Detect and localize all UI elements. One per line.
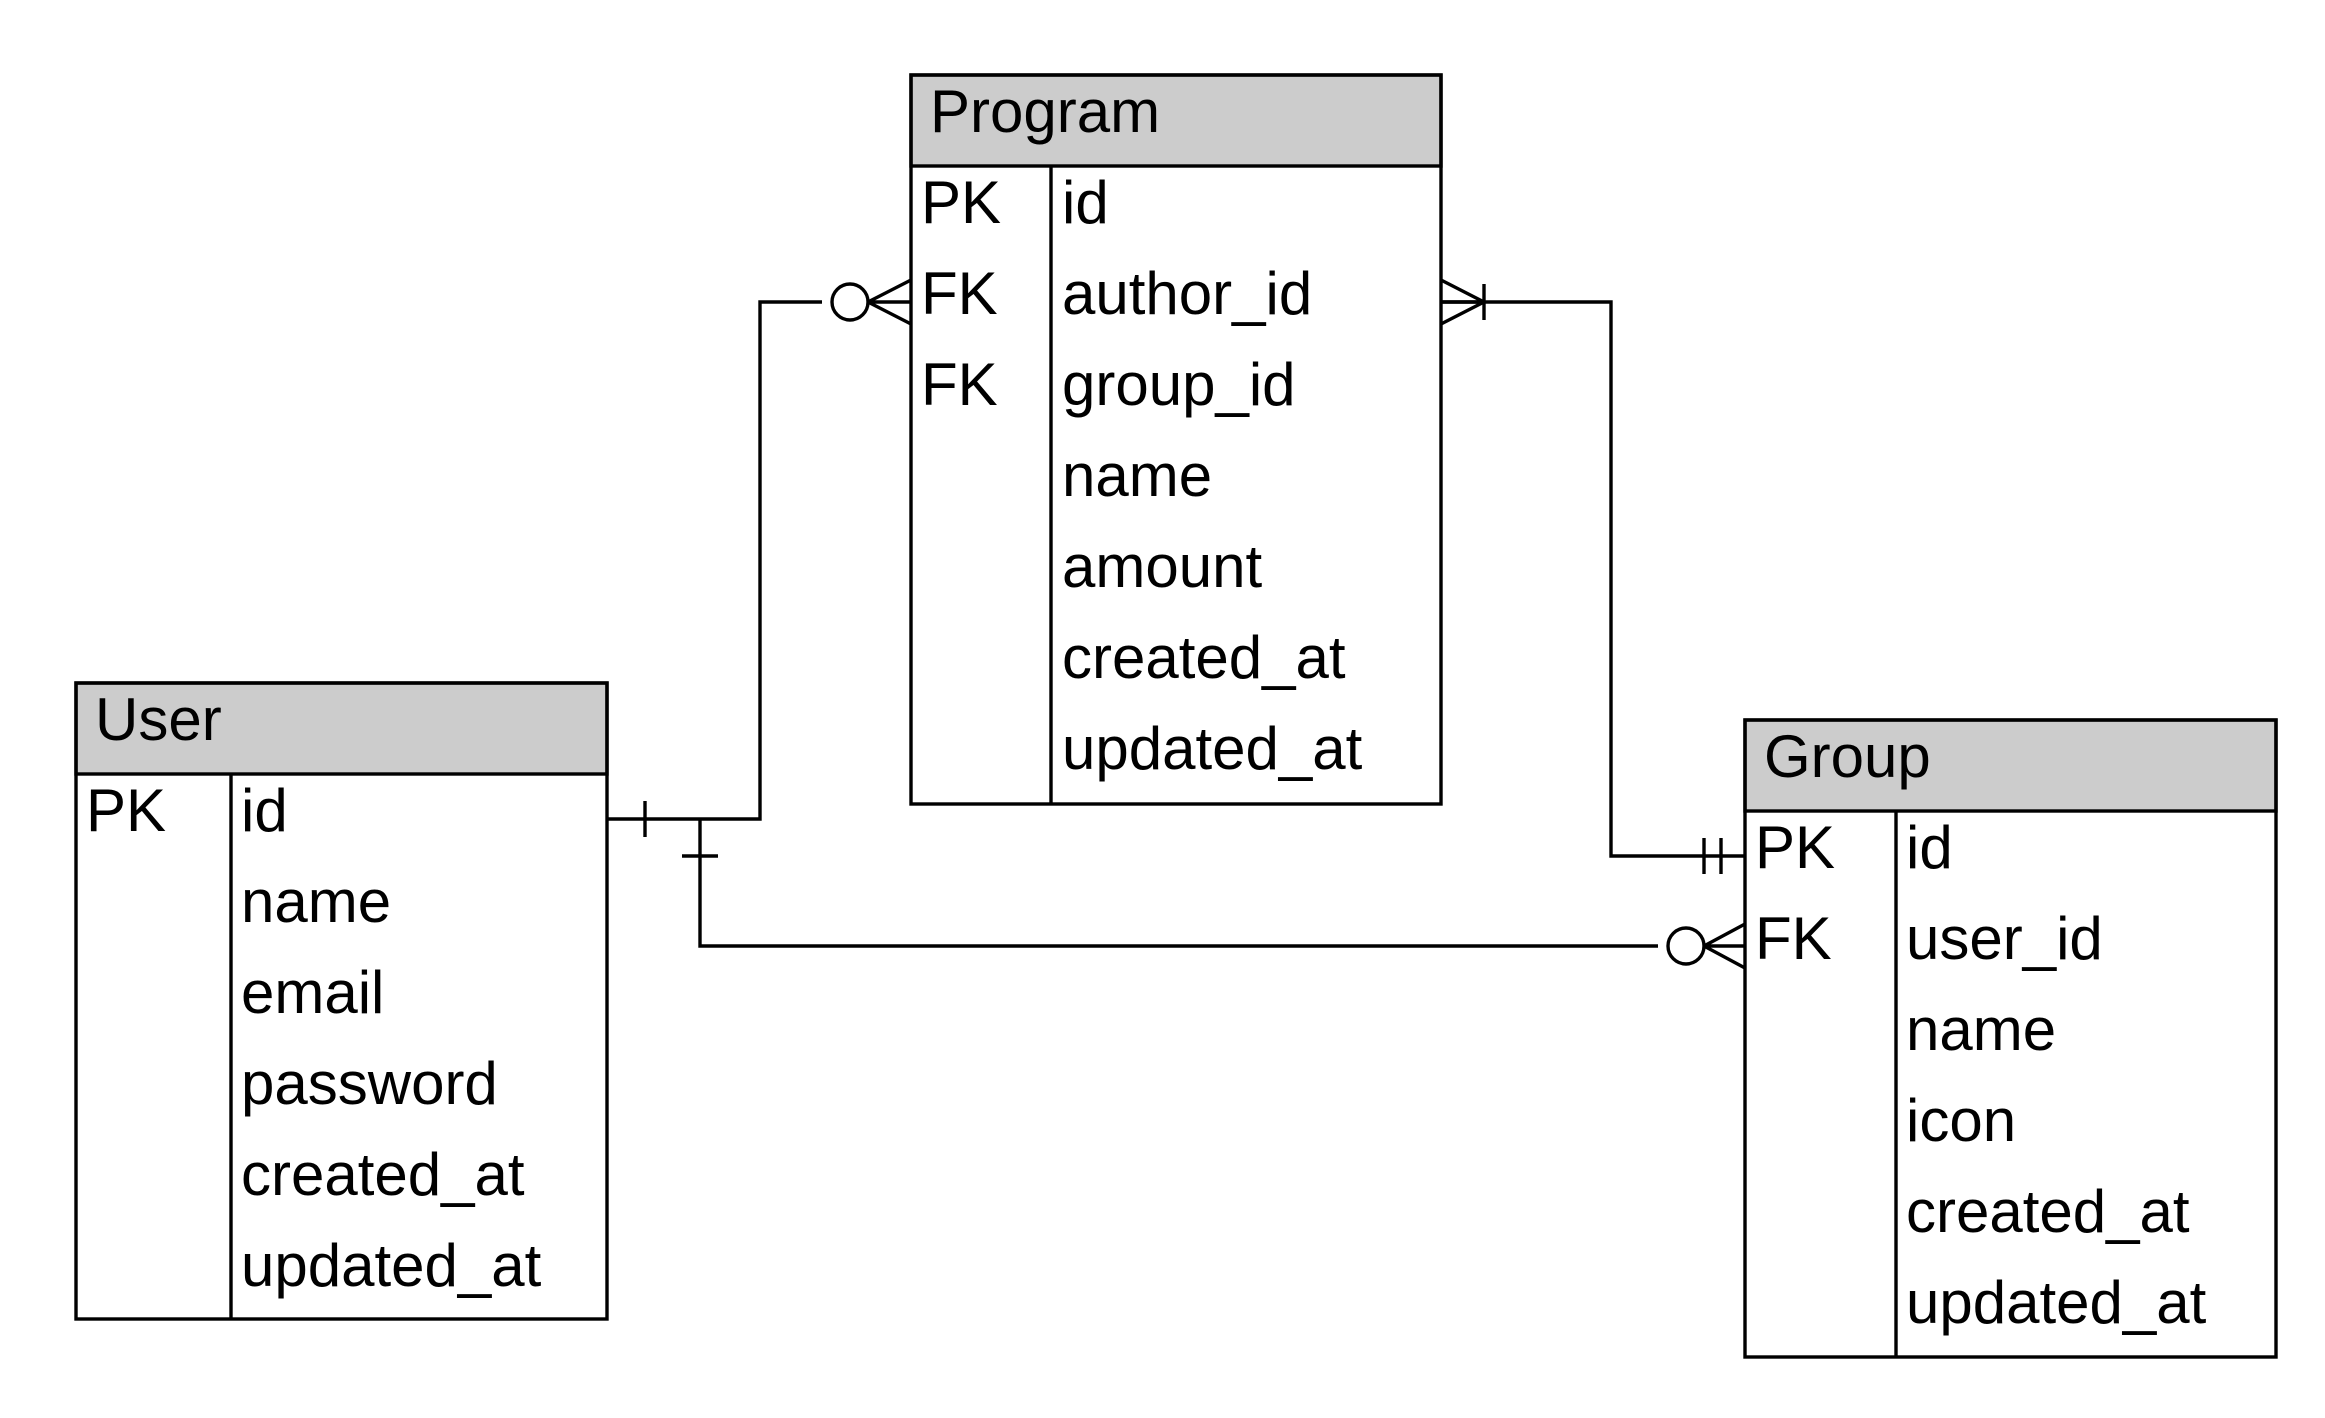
connector-line [607, 300, 822, 821]
entity-title: Group [1764, 723, 1931, 790]
crowfoot-many [1440, 278, 1485, 326]
row-field: id [1906, 814, 1953, 881]
row-field: email [241, 959, 384, 1026]
connector-line [698, 819, 1658, 948]
connector-line [1441, 300, 1745, 858]
row-field: icon [1906, 1087, 2016, 1154]
row-key: PK [1755, 814, 1835, 881]
row-field: updated_at [241, 1232, 542, 1299]
row-field: created_at [1906, 1178, 2190, 1245]
row-key: FK [921, 351, 998, 418]
relationship-user-group[interactable] [682, 819, 1746, 970]
row-field: amount [1062, 533, 1262, 600]
relationship-user-program[interactable] [607, 278, 912, 837]
row-field: author_id [1062, 260, 1312, 327]
entity-group[interactable]: Group PK id FK user_id name icon created… [1743, 718, 2278, 1359]
entity-header [909, 73, 1443, 168]
entity-user[interactable]: User PK id name email password created_a… [74, 681, 609, 1321]
entity-title: Program [930, 78, 1160, 145]
entity-frame [74, 681, 609, 1321]
row-field: id [241, 777, 288, 844]
row-field: created_at [1062, 624, 1346, 691]
row-key: PK [921, 169, 1001, 236]
row-key: FK [921, 260, 998, 327]
row-field: name [1062, 442, 1212, 509]
row-field: name [241, 868, 391, 935]
row-field: updated_at [1062, 715, 1363, 782]
row-key: FK [1755, 905, 1832, 972]
row-field: created_at [241, 1141, 525, 1208]
zero-circle [830, 282, 870, 322]
entity-program[interactable]: Program PK id FK author_id FK group_id n… [909, 73, 1443, 806]
row-field: user_id [1906, 905, 2103, 972]
row-field: name [1906, 996, 2056, 1063]
entity-frame [909, 73, 1443, 806]
row-field: password [241, 1050, 498, 1117]
entity-frame [1743, 718, 2278, 1359]
zero-circle [1666, 926, 1706, 966]
relationship-group-program[interactable] [1440, 278, 1745, 874]
row-field: updated_at [1906, 1269, 2207, 1336]
row-field: group_id [1062, 351, 1296, 418]
crowfoot-many [867, 278, 912, 326]
entity-title: User [95, 686, 222, 753]
row-key: PK [86, 777, 166, 844]
crowfoot-many [1703, 922, 1746, 970]
row-field: id [1062, 169, 1109, 236]
